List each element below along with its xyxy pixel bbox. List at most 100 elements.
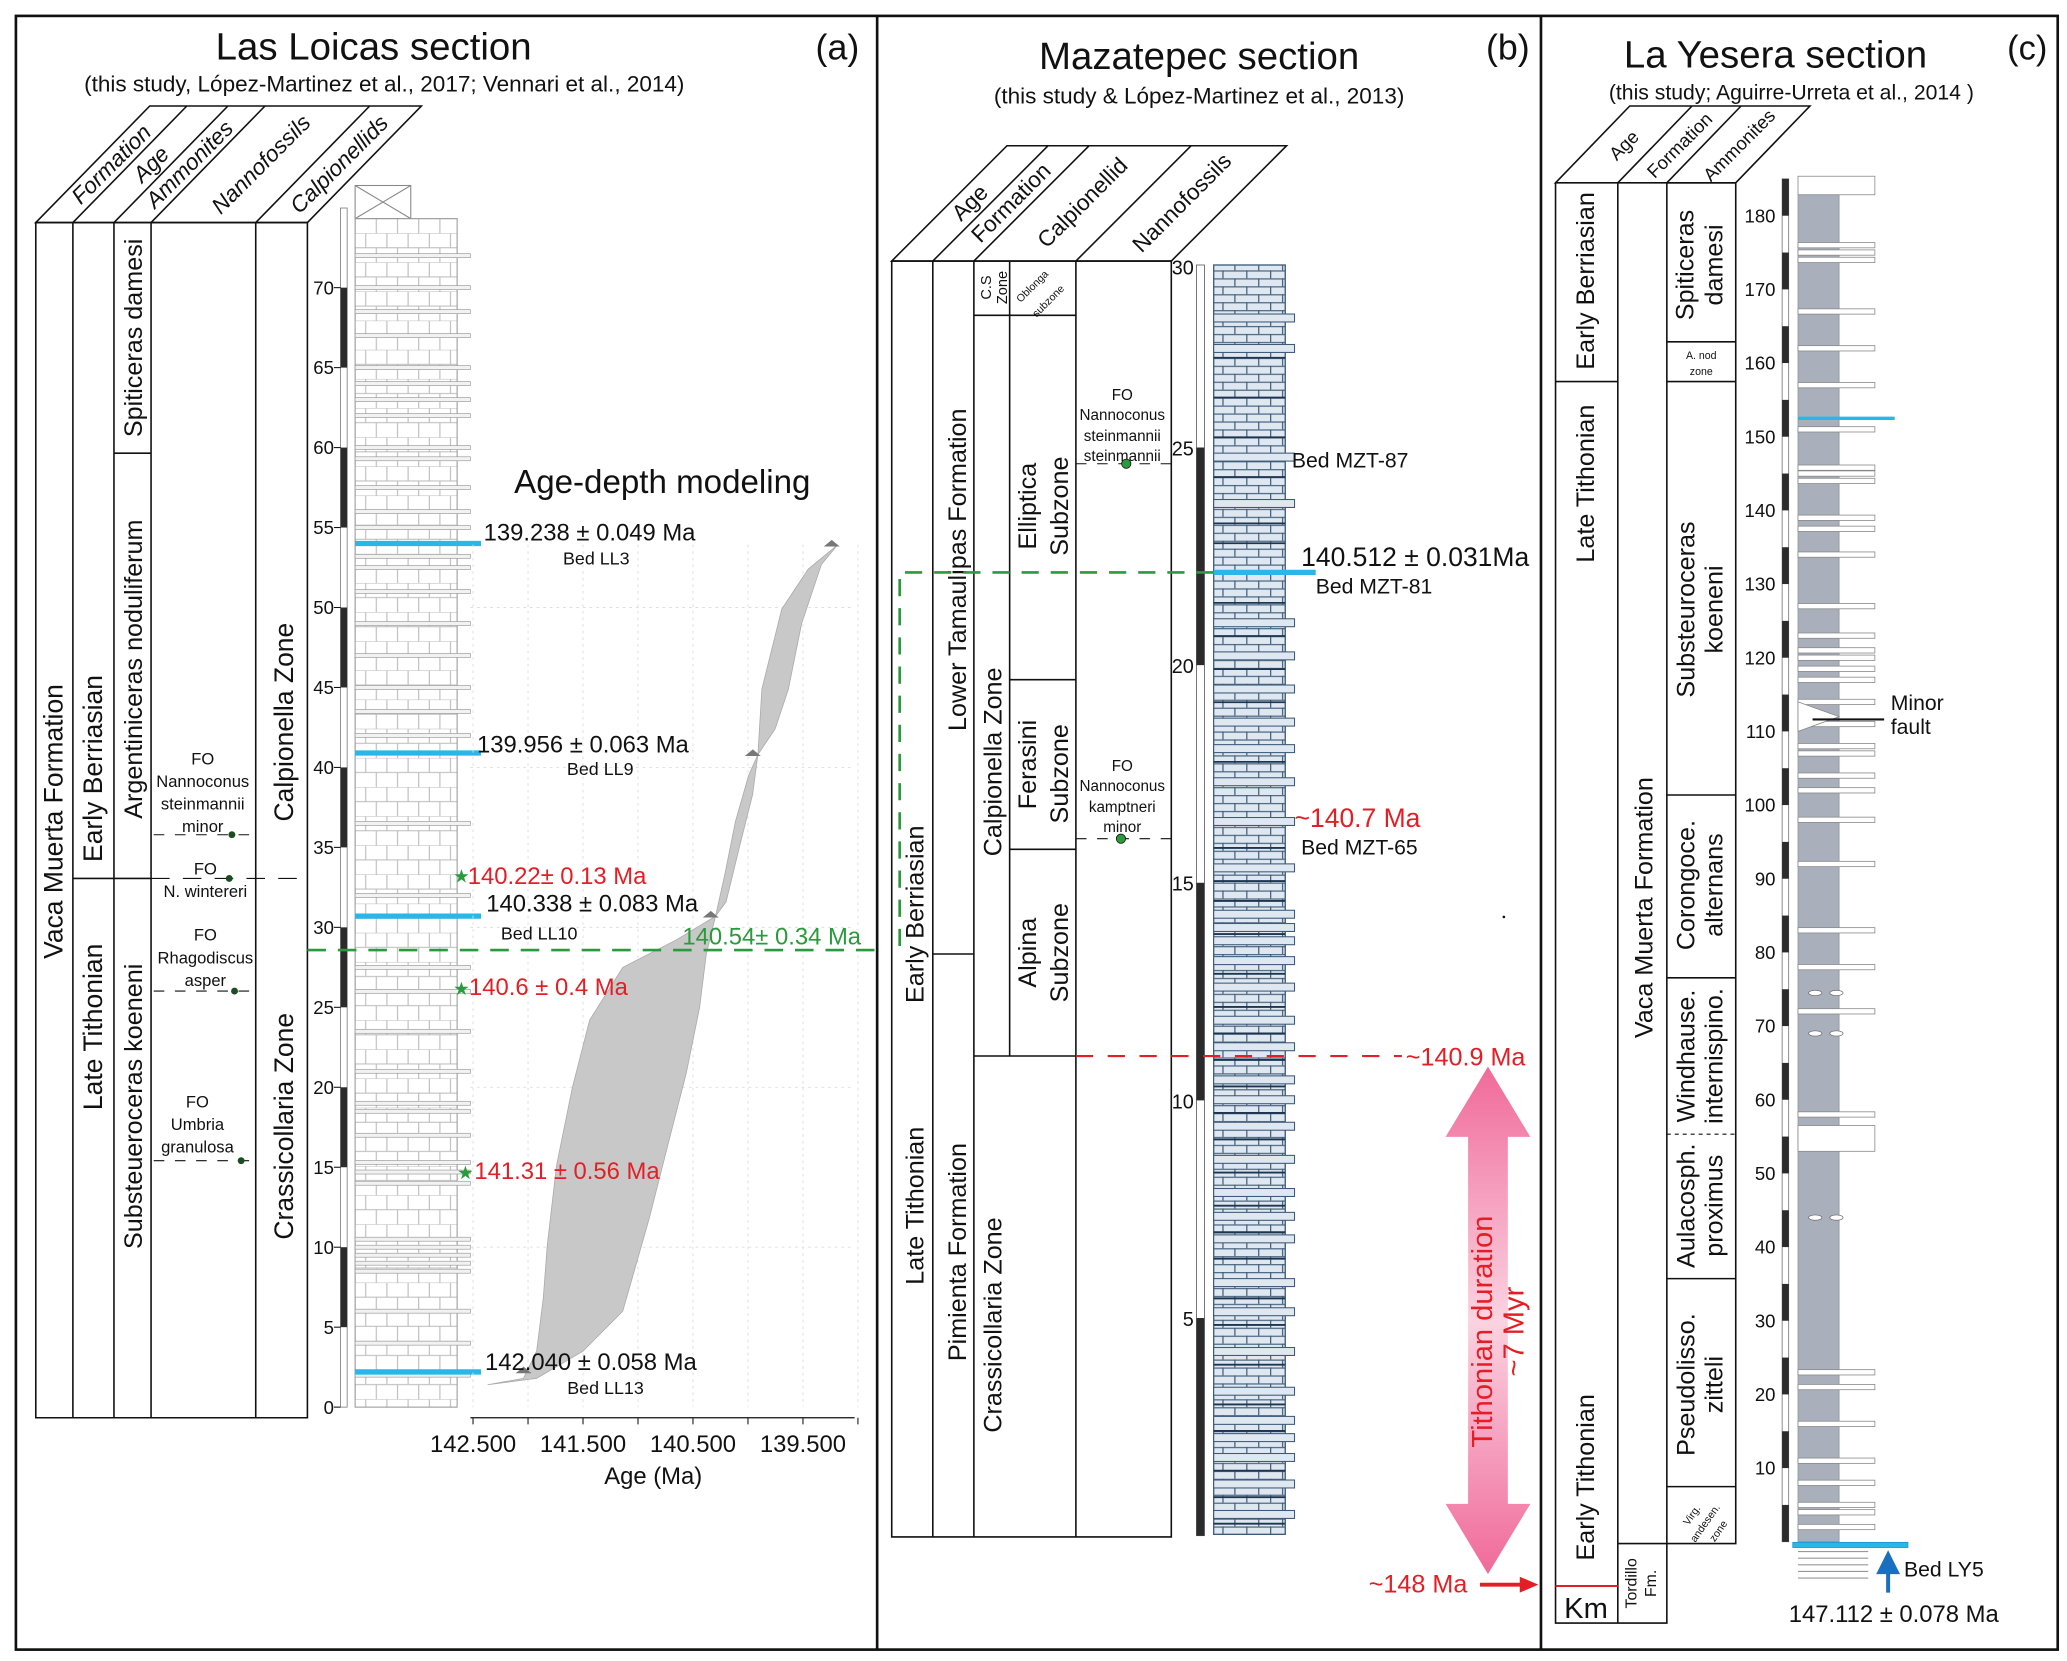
svg-text:Windhause.: Windhause. [1673,990,1701,1123]
limestone-bed [1797,256,1876,263]
column-header: Age Formation Calpionellid Nannofossils [889,144,1289,262]
biostratigraphy-columns: Vaca Muerta Formation Early Berriasian L… [34,221,309,1419]
limestone-bed [1797,1501,1876,1508]
header-nannofossils: Nannofossils [1127,148,1236,257]
limestone-bed [1797,632,1876,639]
limestone-bed [1797,1523,1876,1531]
calpionellid-zone: Calpionella Zone [269,623,299,822]
thin-bed [354,285,471,290]
thin-bed [354,365,471,370]
limestone-bed [1797,654,1876,661]
svg-text:Subzone: Subzone [1046,456,1074,555]
thin-bed [354,653,471,658]
star-icon: ★ [457,1162,474,1183]
depth-bar-segment [1782,841,1789,879]
svg-text:Zone: Zone [995,271,1011,304]
thin-bed [354,485,471,490]
panel-subtitle: (this study, López-Martinez et al., 2017… [84,71,684,96]
limestone-bed [1797,242,1876,249]
tithonian-duration-arrow: Tithonian duration ~7 Myr [1445,1066,1531,1575]
limestone-bed [1797,477,1876,484]
limestone-bed [1797,860,1876,868]
svg-text:steinmannii: steinmannii [1084,448,1161,465]
thin-bed [354,1068,471,1074]
nannofossil-event: FO Rhagodiscus asper [153,926,256,995]
bed-protrusion [1213,1042,1296,1052]
limestone-bed [1797,426,1876,433]
svg-text:FO: FO [194,926,217,945]
header-ammonites: Ammonites [1699,105,1779,185]
bed-protrusion [1213,777,1296,787]
nannofossil-event: FO N. wintereri [164,859,248,901]
thin-bed [354,893,471,898]
limestone-bed [1797,743,1876,750]
thin-bed [354,509,471,514]
dated-bed: 139.238 ± 0.049 Ma Bed LL3 [484,520,697,569]
svg-text:Crassicollaria Zone: Crassicollaria Zone [980,1217,1008,1432]
event-dot [225,875,233,882]
svg-text:Nannoconus: Nannoconus [1080,778,1166,795]
depth-tick-label: 110 [1746,721,1776,742]
depth-tick-label: 180 [1745,205,1776,226]
thin-bed [354,554,471,559]
svg-text:140.22± 0.13 Ma: 140.22± 0.13 Ma [468,863,647,890]
svg-text:Spiticeras: Spiticeras [1671,210,1699,320]
depth-tick-label: 10 [1755,1458,1776,1479]
limestone-bed [1797,1111,1876,1118]
x-axis-label: Age (Ma) [604,1463,702,1490]
biostratigraphy-columns: Early Berriasian Late Tithonian Early Ti… [1554,182,1737,1625]
depth-bar-segment [1782,178,1789,216]
limestone-bed [1797,647,1876,654]
x-tick-label: 142.500 [430,1431,516,1458]
thin-bed [354,1132,471,1138]
limestone-bed [1797,1383,1876,1391]
svg-text:Minor: Minor [1891,692,1944,715]
depth-tick-label: 15 [313,1157,334,1178]
limestone-bed [1797,345,1876,352]
limestone-bed [1797,1369,1876,1376]
boundary-age: ~140.9 Ma [1406,1043,1526,1071]
bed-protrusion [1213,1211,1296,1221]
thin-bed [354,445,471,450]
depth-tick-label: 25 [313,997,334,1018]
bed-protrusion [1213,816,1296,826]
depth-bar-segment [340,1247,348,1328]
thin-bed [354,1260,471,1266]
dated-bed-marker [744,749,761,756]
depth-bar-segment [1782,694,1789,732]
bed-protrusion [1213,313,1296,323]
formation-label: Vaca Muerta Formation [38,684,68,959]
boundary-bracket [898,571,1214,949]
svg-text:N. wintereri: N. wintereri [164,882,248,901]
svg-text:FO: FO [194,859,217,878]
event-dot [1115,833,1126,844]
thin-bed [354,1308,471,1314]
limestone-bed [1797,470,1876,477]
depth-tick-label: 10 [1172,1091,1194,1113]
depth-tick-label: 45 [313,677,334,698]
lithology-column [1213,264,1296,1535]
depth-tick-label: 40 [1755,1237,1776,1258]
bed-protrusion [1213,1386,1296,1396]
bed-protrusion [1213,863,1296,873]
depth-bar-segment [1782,399,1789,437]
depth-tick-label: 160 [1745,353,1776,374]
svg-text:kamptneri: kamptneri [1089,799,1156,816]
svg-text:FO: FO [1112,387,1133,404]
marl-column [1797,194,1840,1543]
depth-tick-label: 30 [1172,257,1194,279]
base-age: ~148 Ma [1369,1571,1468,1599]
bed-age: 147.112 ± 0.078 Ma [1789,1601,2000,1628]
panel-title: La Yesera section [1624,34,1927,77]
depth-bar-segment [1782,620,1789,658]
panel-c: La Yesera section (this study; Aguirre-U… [1553,30,2047,1628]
thin-bed [354,565,471,570]
thin-bed [354,1236,471,1242]
svg-text:Elliptica: Elliptica [1014,463,1042,550]
limestone-bed [1797,1008,1876,1015]
concretion [1829,989,1844,996]
panel-subtitle: (this study; Aguirre-Urreta et al., 2014… [1609,81,1974,104]
bed-protrusion [1213,1307,1296,1317]
bed-protrusion [1213,982,1296,992]
